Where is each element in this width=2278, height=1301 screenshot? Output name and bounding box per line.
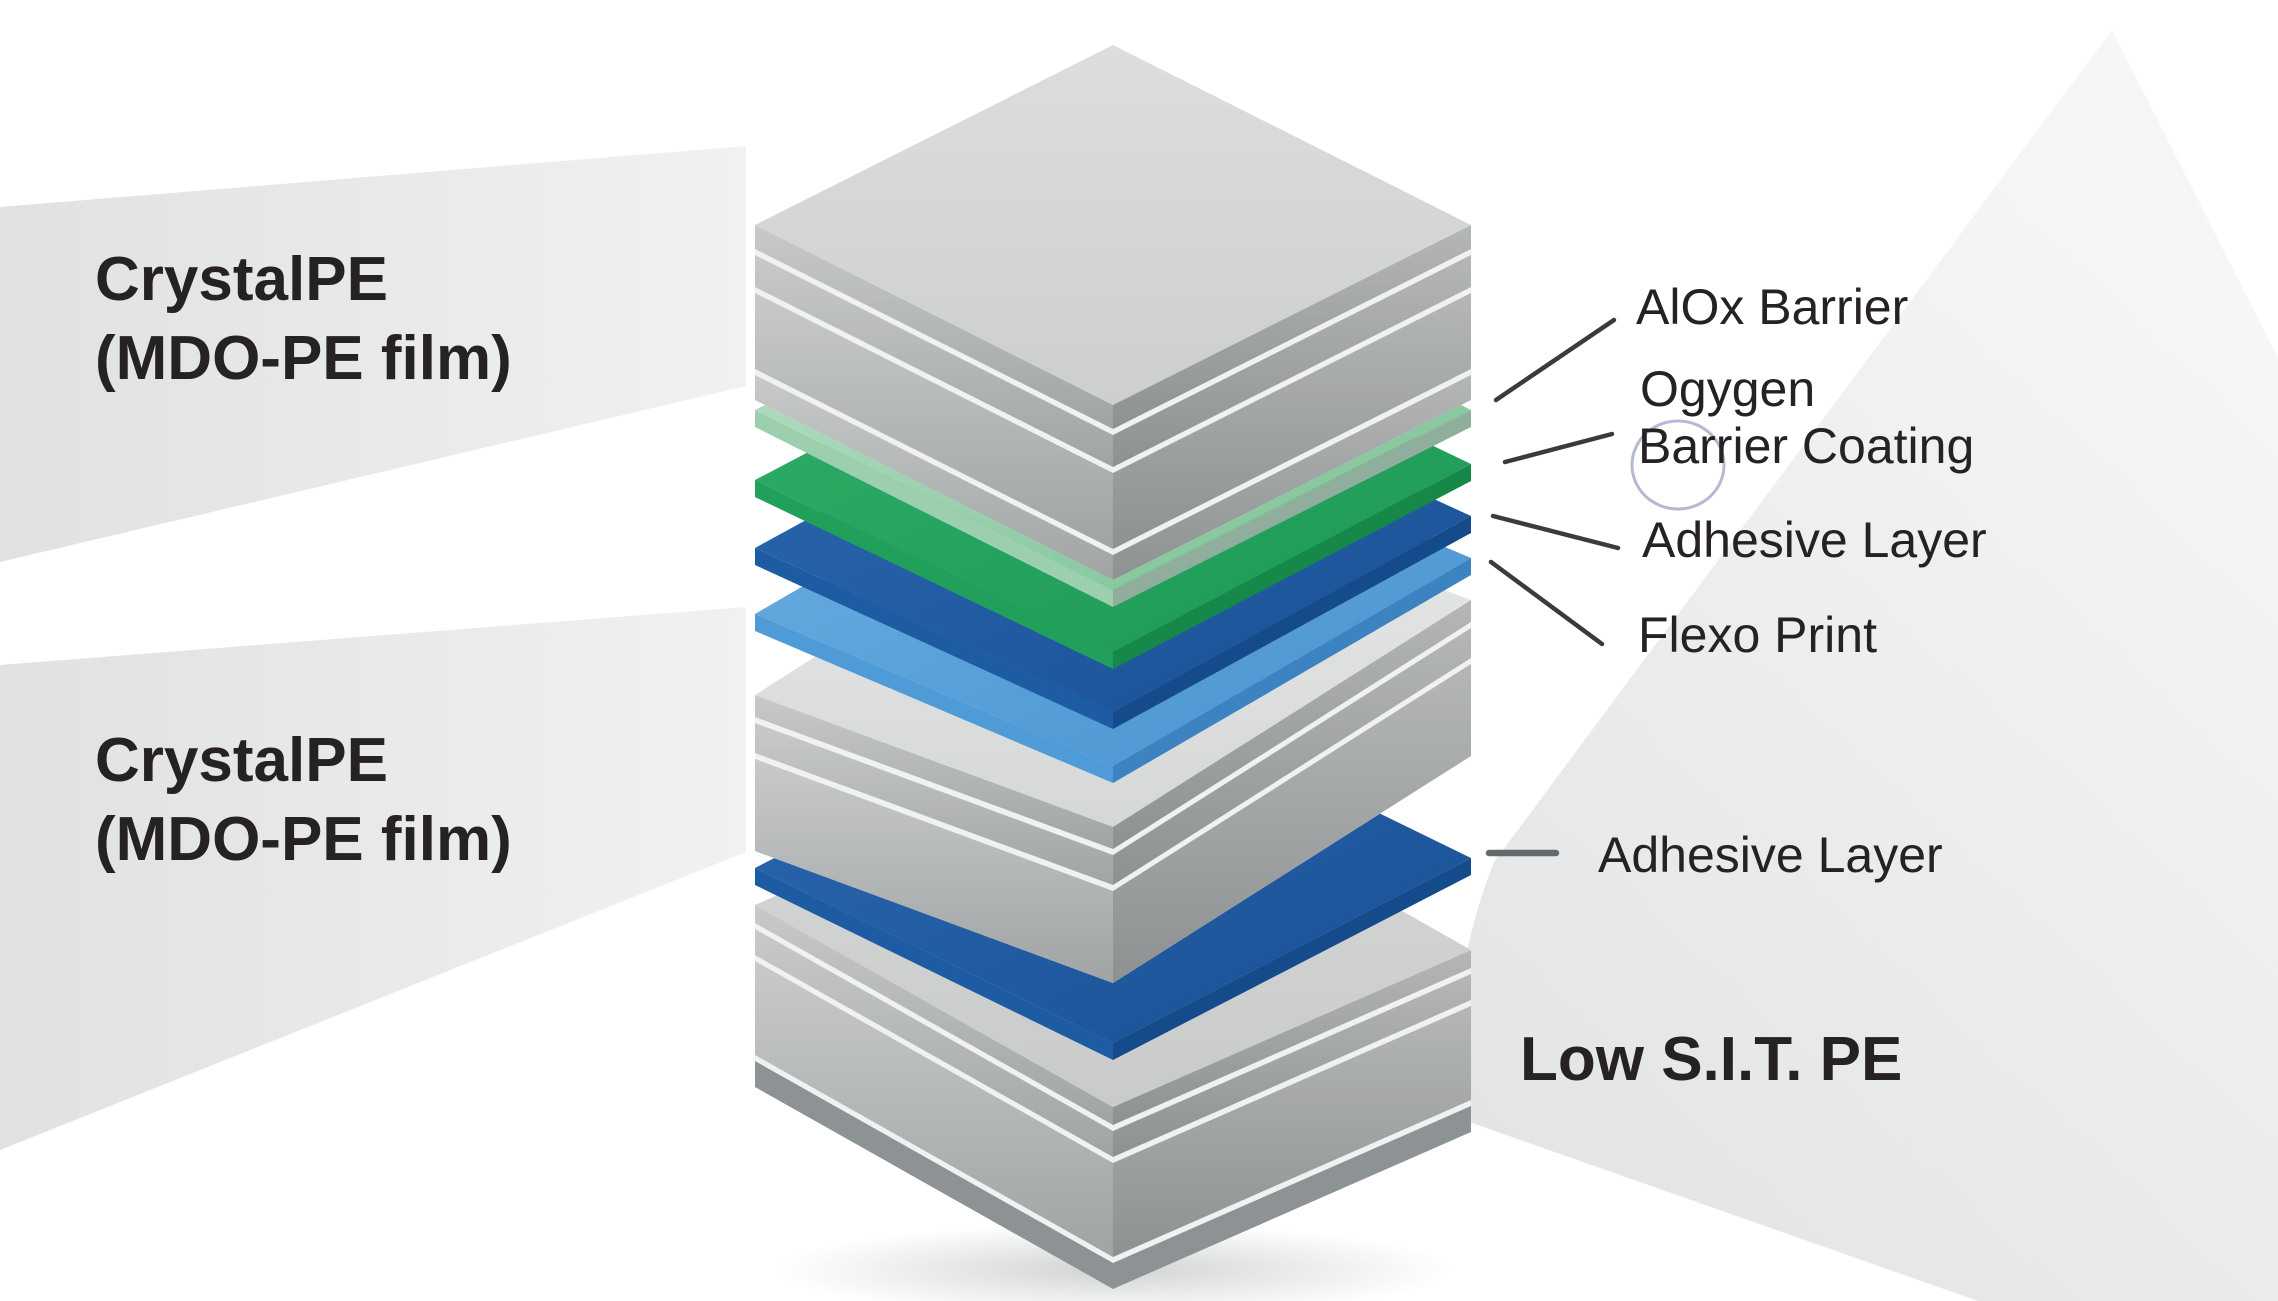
block-top-face: [755, 45, 1471, 405]
block-left-band: [755, 695, 1113, 849]
block-left-band: [755, 905, 1113, 1125]
block-left-band: [755, 723, 1113, 885]
plate-left-edge: [755, 548, 1113, 729]
bottom-crystalpe-callout-wedge: [0, 607, 746, 1150]
block-left-band: [755, 293, 1113, 549]
plate-right-edge: [1113, 558, 1471, 783]
block-right-band: [1113, 664, 1471, 983]
plate-left-edge: [755, 410, 1113, 607]
crystalpe-top-block: [755, 45, 1471, 580]
block-right-band: [1113, 628, 1471, 885]
crystalpe-top-label-line1: CrystalPE: [95, 245, 388, 314]
crystalpe-top-label-line2: (MDO-PE film): [95, 324, 512, 393]
leader-lines: [1485, 317, 1621, 857]
alox-leader-line: [1493, 317, 1617, 403]
block-left-band-dark: [755, 1061, 1113, 1289]
oxygen-leader-line: [1502, 431, 1615, 465]
plate-left-edge: [755, 868, 1113, 1060]
block-right-band: [1113, 255, 1471, 467]
annotation-circle: [1630, 419, 1726, 511]
adhesive-layer-1-label: Adhesive Layer: [1642, 512, 1987, 568]
flexo-print-label: Flexo Print: [1638, 607, 1877, 663]
block-left-band: [755, 759, 1113, 983]
block-right-band: [1113, 1006, 1471, 1257]
left-callout-wedges: [0, 146, 746, 1150]
plate-right-edge: [1113, 858, 1471, 1060]
block-right-band: [1113, 974, 1471, 1157]
adhesive-leader-line: [1490, 513, 1621, 551]
plate-right-edge: [1113, 516, 1471, 729]
oxygen-label-line1: Ogygen: [1640, 361, 1815, 417]
block-left-band: [755, 375, 1113, 580]
plate-right-edge: [1113, 464, 1471, 669]
block-right-band: [1113, 293, 1471, 549]
block-right-band: [1113, 375, 1471, 580]
plate-left-edge: [755, 614, 1113, 783]
block-right-band: [1113, 950, 1471, 1125]
plate-right-edge: [1113, 410, 1471, 607]
adhesive-layer-2-label: Adhesive Layer: [1598, 827, 1943, 883]
block-right-band: [1113, 225, 1471, 429]
top-crystalpe-callout-wedge: [0, 146, 746, 562]
block-left-band: [755, 961, 1113, 1257]
block-left-band: [755, 225, 1113, 429]
block-right-band: [1113, 600, 1471, 849]
plate-left-edge: [755, 480, 1113, 669]
block-left-band: [755, 929, 1113, 1157]
block-left-band: [755, 255, 1113, 467]
block-right-band-dark: [1113, 1106, 1471, 1289]
low-sit-pe-callout-wedge: [1455, 30, 2278, 1301]
oxygen-label-line2: Barrier Coating: [1638, 418, 1974, 474]
labels: CrystalPE (MDO-PE film) CrystalPE (MDO-P…: [95, 245, 1987, 1094]
alox-barrier-label: AlOx Barrier: [1636, 279, 1908, 335]
crystalpe-middle-label-line1: CrystalPE: [95, 726, 388, 795]
flexo-leader-line: [1488, 559, 1605, 647]
crystalpe-middle-label-line2: (MDO-PE film): [95, 805, 512, 874]
low-sit-pe-label: Low S.I.T. PE: [1520, 1025, 1902, 1094]
